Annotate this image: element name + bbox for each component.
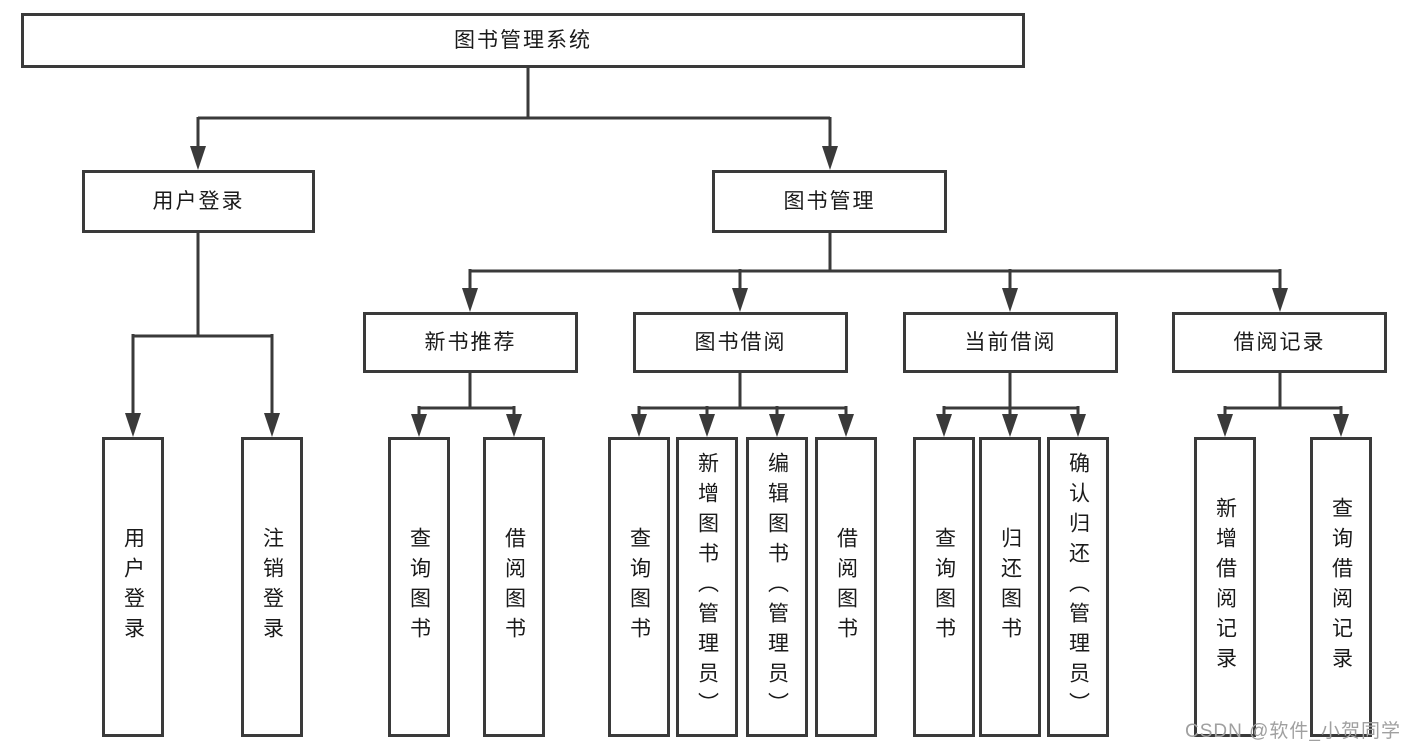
leaf-borrowing-query-books-label: 查询图书 (627, 527, 651, 647)
leaf-borrowing-query-books: 查询图书 (608, 437, 670, 737)
node-borrowing-records-label: 借阅记录 (1233, 330, 1326, 354)
leaf-borrowing-borrow-books: 借阅图书 (815, 437, 877, 737)
node-user-login: 用户登录 (82, 170, 315, 233)
leaf-recommend-borrow-books-label: 借阅图书 (502, 527, 526, 647)
leaf-recommend-query-books: 查询图书 (388, 437, 450, 737)
node-root-system-label: 图书管理系统 (454, 28, 592, 52)
node-new-book-recommend: 新书推荐 (363, 312, 578, 373)
leaf-borrowing-borrow-books-label: 借阅图书 (834, 527, 858, 647)
leaf-user-login-label: 用户登录 (121, 527, 145, 647)
leaf-records-add-record: 新增借阅记录 (1194, 437, 1256, 737)
leaf-current-return-books-label: 归还图书 (998, 527, 1022, 647)
leaf-borrowing-edit-books-admin: 编辑图书（管理员） (746, 437, 808, 737)
node-user-login-label: 用户登录 (152, 189, 245, 213)
leaf-current-query-books: 查询图书 (913, 437, 975, 737)
leaf-records-query-record: 查询借阅记录 (1310, 437, 1372, 737)
leaf-user-login: 用户登录 (102, 437, 164, 737)
leaf-logout-label: 注销登录 (260, 527, 284, 647)
leaf-recommend-query-books-label: 查询图书 (407, 527, 431, 647)
leaf-records-add-record-label: 新增借阅记录 (1213, 497, 1237, 677)
node-book-borrowing: 图书借阅 (633, 312, 848, 373)
leaf-current-confirm-return-admin: 确认归还（管理员） (1047, 437, 1109, 737)
node-book-management: 图书管理 (712, 170, 947, 233)
node-new-book-recommend-label: 新书推荐 (424, 330, 517, 354)
leaf-current-confirm-return-admin-label: 确认归还（管理员） (1066, 452, 1090, 722)
leaf-borrowing-add-books-admin: 新增图书（管理员） (676, 437, 738, 737)
leaf-recommend-borrow-books: 借阅图书 (483, 437, 545, 737)
node-borrowing-records: 借阅记录 (1172, 312, 1387, 373)
node-root-system: 图书管理系统 (21, 13, 1025, 68)
leaf-current-query-books-label: 查询图书 (932, 527, 956, 647)
node-book-management-label: 图书管理 (783, 189, 876, 213)
node-current-borrowing: 当前借阅 (903, 312, 1118, 373)
leaf-borrowing-add-books-admin-label: 新增图书（管理员） (695, 452, 719, 722)
node-book-borrowing-label: 图书借阅 (694, 330, 787, 354)
csdn-watermark: CSDN @软件_小贺同学 (1185, 721, 1401, 742)
leaf-current-return-books: 归还图书 (979, 437, 1041, 737)
leaf-logout: 注销登录 (241, 437, 303, 737)
leaf-borrowing-edit-books-admin-label: 编辑图书（管理员） (765, 452, 789, 722)
leaf-records-query-record-label: 查询借阅记录 (1329, 497, 1353, 677)
node-current-borrowing-label: 当前借阅 (964, 330, 1057, 354)
